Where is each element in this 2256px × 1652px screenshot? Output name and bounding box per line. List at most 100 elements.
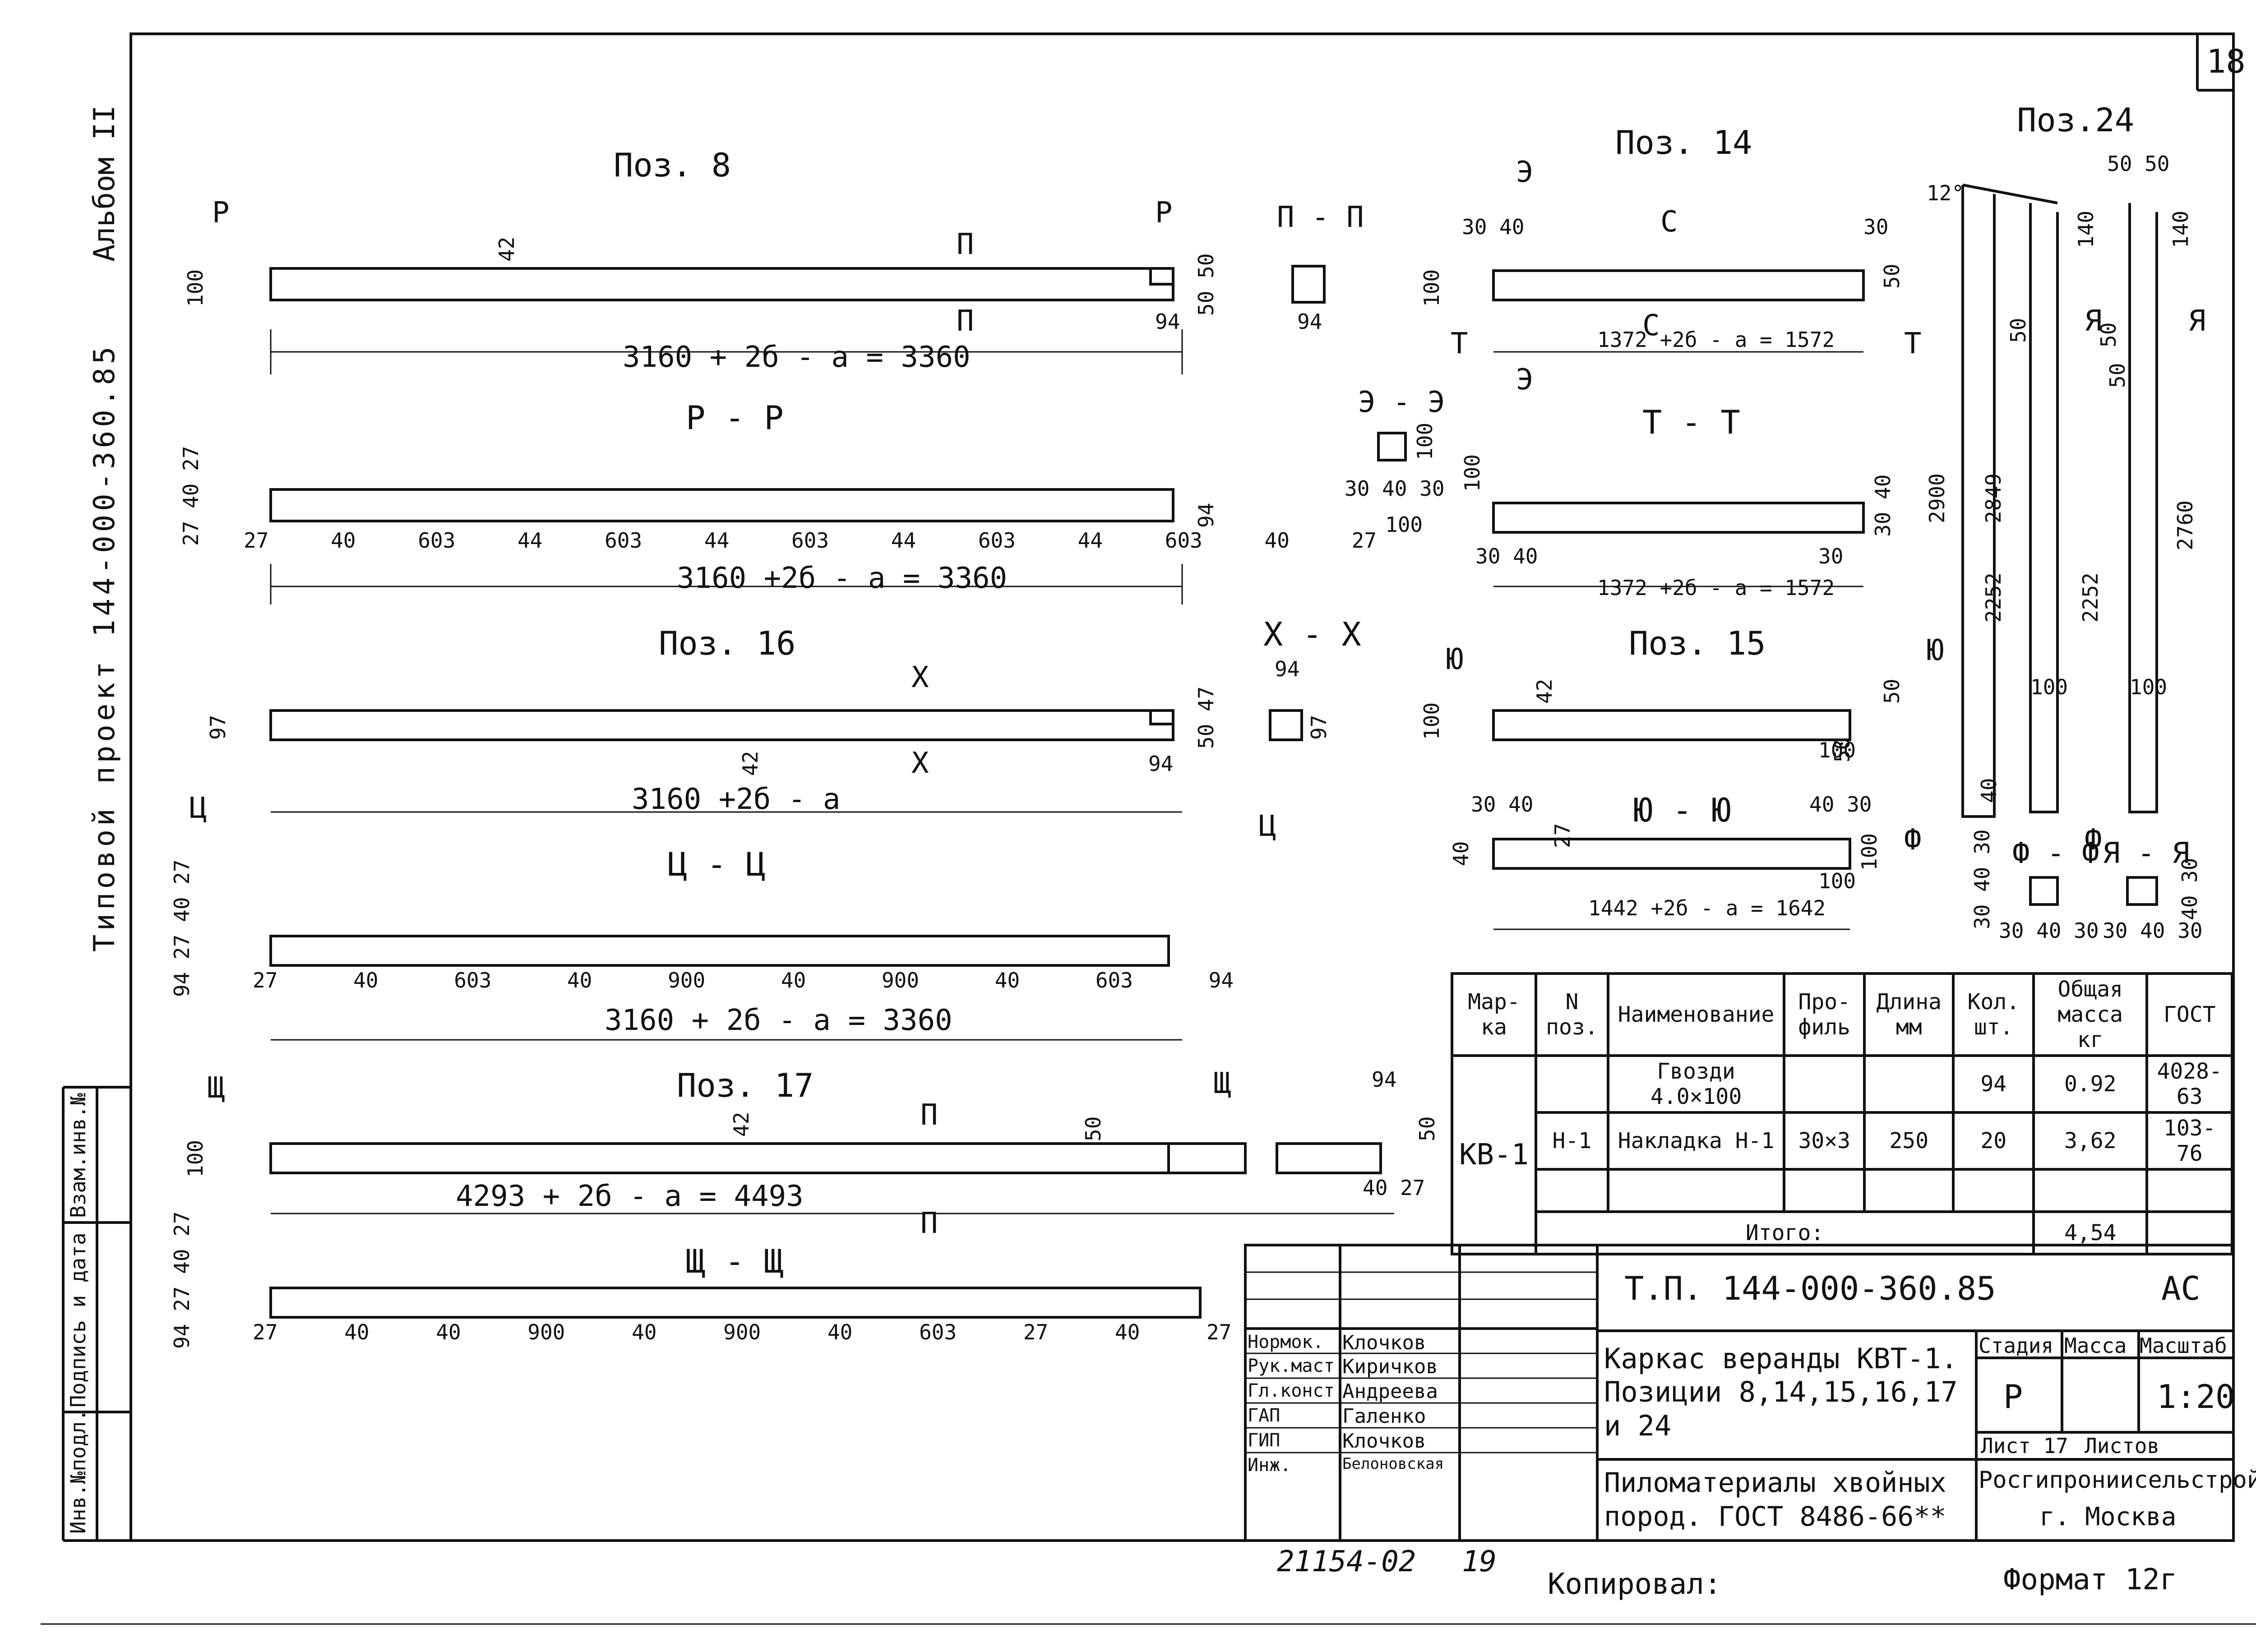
- spec-h-qty: Кол. шт.: [1952, 972, 2035, 1057]
- pos16-length: 3160 +2б - a: [632, 783, 841, 816]
- table-row: [1452, 1168, 2233, 1213]
- spec-h-length: Длина мм: [1863, 972, 1955, 1057]
- pos17-mark-sh1: Щ: [208, 1071, 225, 1105]
- rr-d5: 44: [704, 528, 730, 553]
- pos8-length: 3160 + 2б - a = 3360: [623, 341, 971, 374]
- tt-h: 100: [1460, 454, 1484, 492]
- ff-title: Ф - Ф: [2012, 837, 2099, 870]
- stamp-name-5: Белоновская: [1342, 1455, 1444, 1473]
- table-cell: [2145, 1168, 2233, 1213]
- spec-header-row: Мар-ка N поз. Наименование Про-филь Длин…: [1450, 972, 2233, 1057]
- ee-b: 100: [1385, 512, 1423, 537]
- signature-date-label: Подпись и дата: [66, 1232, 90, 1407]
- table-cell: [1952, 1168, 2035, 1213]
- pos15-dim-end: 100: [1818, 738, 1856, 762]
- pos24-t2: 140: [2168, 210, 2193, 248]
- rr-d6: 603: [791, 528, 829, 553]
- pos15-dim-h: 100: [1419, 702, 1444, 740]
- ee-title: Э - Э: [1358, 386, 1445, 419]
- pos17-dim-h: 100: [183, 1140, 208, 1177]
- pos14-mark-t1: Т: [1451, 327, 1468, 360]
- pos16-title: Поз. 16: [659, 624, 796, 662]
- stamp-name-4: Клочков: [1342, 1430, 1426, 1453]
- table-row: Н-1 Накладка Н-1 30×3 250 20 3,62 103-76: [1452, 1111, 2233, 1171]
- pos17-title: Поз. 17: [677, 1066, 814, 1104]
- cc-row: 27 40 603 40 900 40 900 40 603 94: [253, 970, 1234, 991]
- rr-d9: 44: [1077, 528, 1103, 553]
- pos24-w1: 100: [2030, 675, 2068, 699]
- yuyu-notch: 27: [1550, 823, 1575, 848]
- stamp-org: Росгипрониисельстрой: [1979, 1467, 2256, 1494]
- table-cell: [1863, 1054, 1955, 1114]
- pos14-dim-left: 30 40: [1462, 215, 1525, 239]
- pos17-dim-mid: 50: [1081, 1116, 1105, 1141]
- stamp-mass-hdr: Масса: [2064, 1334, 2127, 1358]
- vzam-label: Взам.инв.№: [66, 1093, 90, 1218]
- shsh-d6: 40: [827, 1320, 853, 1344]
- shsh-d2: 40: [436, 1320, 461, 1344]
- table-cell: Н-1: [1535, 1111, 1609, 1171]
- pos14-length: 1372 +2б - a = 1572: [1597, 328, 1835, 352]
- table-cell: 250: [1863, 1111, 1955, 1171]
- pos24-a3: 50: [2105, 363, 2130, 388]
- album-label: Альбом II: [88, 105, 121, 262]
- pos14-mark-e1: Э: [1516, 156, 1534, 189]
- rr-d7: 44: [891, 528, 916, 553]
- tt-left: 30 40: [1475, 544, 1538, 568]
- yaya-side: 40 30: [2177, 858, 2202, 920]
- stamp-name-2: Андреева: [1342, 1380, 1438, 1403]
- ff-bottom: 30 40 30: [1999, 918, 2099, 943]
- shsh-d8: 27: [1023, 1320, 1049, 1344]
- pos24-mark-ya1: Я: [2085, 305, 2102, 338]
- ee-section: [1377, 432, 1407, 461]
- yuyu-right: 40 30: [1809, 792, 1872, 817]
- spec-table: Мар-ка N поз. Наименование Про-филь Длин…: [1450, 972, 2233, 1255]
- pp-section: [1291, 265, 1326, 304]
- table-cell: [1783, 1168, 1866, 1213]
- pos24-h2: 2849: [1981, 473, 2006, 523]
- cc-d8: 603: [1095, 968, 1133, 992]
- table-cell: 0.92: [2032, 1054, 2149, 1114]
- rr-d4: 603: [605, 528, 643, 553]
- pos17-mark-p1: П: [920, 1098, 938, 1132]
- pos24-top: 50 50: [2107, 152, 2170, 176]
- cc-d4: 900: [668, 968, 706, 992]
- pos15-dim-notch: 42: [1532, 678, 1557, 704]
- table-row: КВ-1 Гвозди 4.0×100 94 0.92 4028-63: [1450, 1054, 2233, 1255]
- footer-inv: 21154-02: [1277, 1545, 1416, 1578]
- pos17-dim-right-tail: 40 27: [1363, 1176, 1425, 1200]
- stamp-role-1: Рук.маст.: [1248, 1356, 1345, 1376]
- table-cell: 20: [1952, 1111, 2035, 1171]
- total-row: Итого: 4,54: [1452, 1210, 2233, 1255]
- footer-copied: Копировал:: [1548, 1568, 1722, 1601]
- rr-d3: 44: [517, 528, 543, 553]
- stamp-name-0: Клочков: [1342, 1331, 1426, 1354]
- pos14-mark-t2: Т: [1904, 327, 1922, 360]
- pos8-dim-notch: 42: [495, 236, 519, 262]
- yuyu-h: 40: [1449, 841, 1473, 866]
- table-cell: [1783, 1054, 1866, 1114]
- pos24-h1: 2900: [1925, 473, 1949, 523]
- cc-d5: 40: [781, 968, 806, 992]
- pos8-mark-p2: П: [957, 305, 974, 338]
- yuyu-title: Ю - Ю: [1633, 791, 1731, 829]
- pp-title: П - П: [1277, 201, 1364, 234]
- rr-length: 3160 +2б - a = 3360: [677, 562, 1008, 595]
- stamp-mark: АС: [2161, 1269, 2201, 1307]
- shsh-d0: 27: [253, 1320, 278, 1344]
- xx-dim-top: 94: [1275, 657, 1300, 681]
- table-cell: [1535, 1054, 1609, 1114]
- pos8-beam: [269, 267, 1183, 374]
- yaya-section: [2126, 876, 2158, 906]
- stamp-role-4: ГИП: [1248, 1430, 1281, 1451]
- pos17-length: 4293 + 2б - a = 4493: [456, 1180, 804, 1213]
- pos16-mark-c2: Ц: [1259, 810, 1276, 843]
- cc-d1: 40: [353, 968, 379, 992]
- cc-d6: 900: [881, 968, 920, 992]
- pos14-dim-tail: 50: [1880, 263, 1904, 289]
- shsh-row: 27 40 40 900 40 900 40 603 27 40 27: [253, 1322, 1231, 1343]
- shsh-d1: 40: [344, 1320, 370, 1344]
- ff-side: 30 40 30: [1970, 829, 1994, 929]
- pos24-h3: 2252: [1981, 572, 2006, 623]
